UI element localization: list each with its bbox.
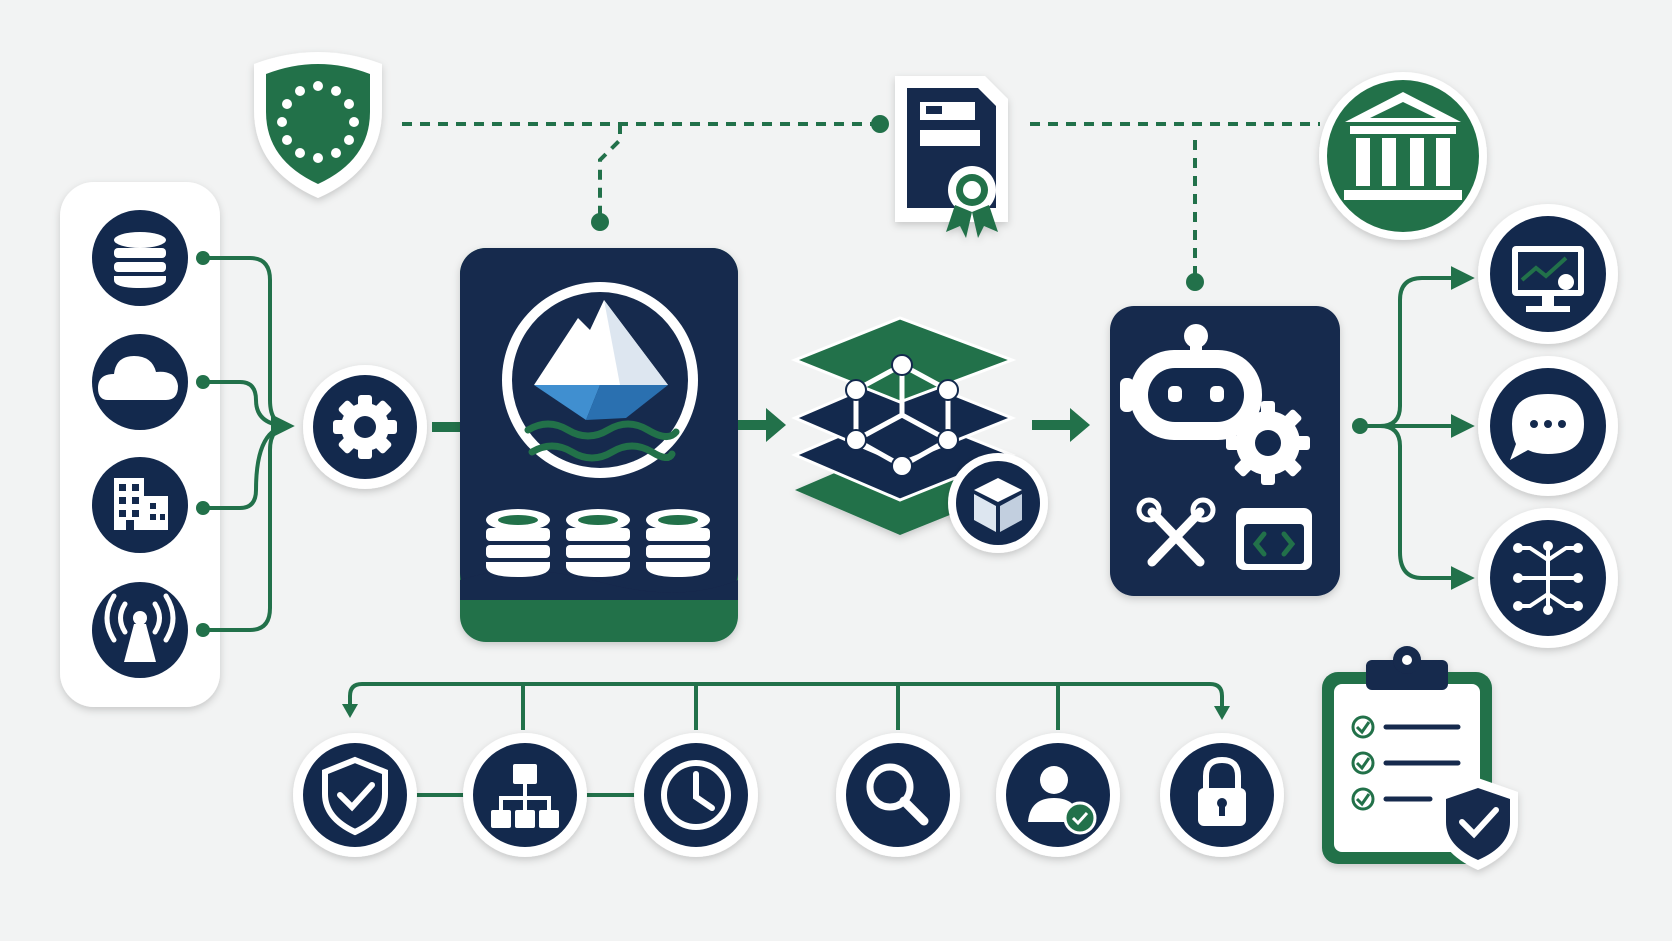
neural-circuit-icon <box>1478 508 1618 648</box>
source-connectors <box>203 256 295 632</box>
robot-head <box>1120 324 1262 440</box>
connector-dot <box>1186 273 1204 291</box>
certificate-icon <box>895 76 1008 238</box>
tools-icon <box>1147 507 1205 567</box>
magnifier-icon <box>836 733 960 857</box>
compliance-checklist-icon <box>1322 646 1518 870</box>
cloud-icon <box>92 334 188 430</box>
antenna-icon <box>92 582 188 678</box>
dashboard-monitor-icon <box>1478 204 1618 344</box>
chat-bubble-icon <box>1478 356 1618 496</box>
robot-gear-icon <box>1226 401 1310 485</box>
hierarchy-icon <box>463 733 587 857</box>
connector-dot <box>871 115 889 133</box>
shield-check-icon <box>293 733 417 857</box>
iceberg-icon <box>460 248 738 642</box>
eu-shield-icon <box>254 52 382 198</box>
user-verified-icon <box>996 733 1120 857</box>
padlock-icon <box>1160 733 1284 857</box>
lake-storage-cylinders <box>486 509 710 577</box>
code-window-icon <box>1236 508 1312 570</box>
data-sources-panel <box>60 182 220 707</box>
gear-icon <box>303 365 427 489</box>
layered-graph-icon <box>790 316 1017 535</box>
database-icon <box>92 210 188 306</box>
building-icon <box>92 457 188 553</box>
output-connectors <box>1360 266 1475 590</box>
connector-dot <box>591 213 609 231</box>
clock-icon <box>634 733 758 857</box>
cube-icon <box>948 453 1048 553</box>
bank-icon <box>1319 72 1487 240</box>
